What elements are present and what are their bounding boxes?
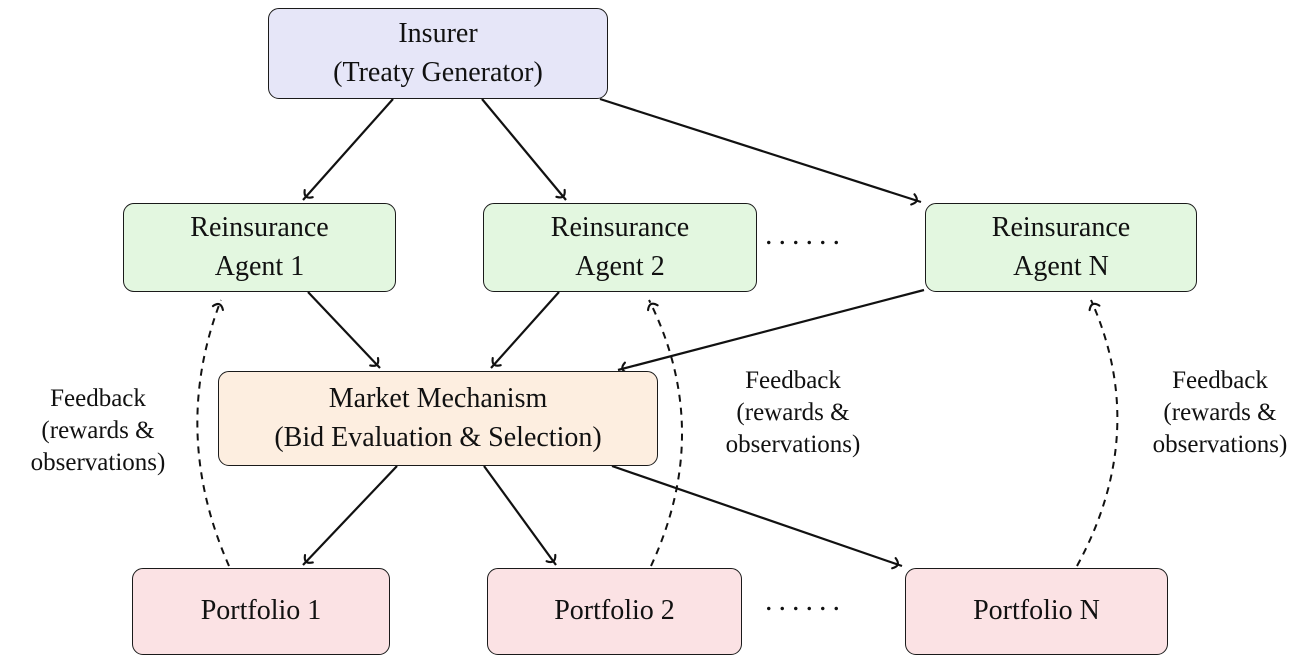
portfolios-row-ellipsis: ...... (765, 584, 846, 617)
node-agentN-line1: Reinsurance (991, 211, 1131, 243)
node-reinsurance-agent-n: Reinsurance Agent N (925, 203, 1197, 292)
feedback-label-middle-line2: (rewards & (736, 399, 850, 426)
node-portfolio-2: Portfolio 2 (487, 568, 742, 655)
feedback-label-left-line3: observations) (30, 449, 166, 476)
node-portfolioN-label: Portfolio N (973, 595, 1100, 627)
feedback-label-right-line2: (rewards & (1163, 399, 1277, 426)
feedback-arrow-portfolioN-agentN (1076, 299, 1119, 567)
edge-insurer-agentN (599, 97, 922, 206)
node-insurer-line1: Insurer (398, 17, 478, 49)
edge-agent2-market (490, 291, 560, 369)
feedback-label-left-line2: (rewards & (41, 417, 155, 444)
feedback-label-middle: Feedback (rewards & observations) (695, 365, 891, 461)
edge-insurer-agent1 (302, 98, 394, 201)
agents-row-ellipsis: ...... (765, 218, 846, 251)
node-market-mechanism: Market Mechanism (Bid Evaluation & Selec… (218, 371, 658, 466)
node-agent1-line1: Reinsurance (190, 211, 329, 243)
feedback-arrow-portfolio2-agent2 (646, 299, 683, 567)
node-insurer: Insurer (Treaty Generator) (268, 8, 608, 99)
feedback-label-right-line1: Feedback (1172, 367, 1268, 394)
feedback-label-middle-line1: Feedback (745, 367, 841, 394)
feedback-label-left: Feedback (rewards & observations) (0, 383, 196, 479)
node-agentN-line2: Agent N (1013, 250, 1109, 282)
feedback-label-middle-line3: observations) (725, 431, 861, 458)
node-portfolio-n: Portfolio N (905, 568, 1168, 655)
edge-market-portfolio2 (483, 465, 557, 566)
edge-market-portfolioN (611, 464, 903, 570)
node-insurer-line2: (Treaty Generator) (333, 56, 543, 88)
edge-insurer-agent2 (481, 98, 567, 201)
node-reinsurance-agent-2: Reinsurance Agent 2 (483, 203, 757, 292)
node-portfolio-1: Portfolio 1 (132, 568, 390, 655)
node-agent2-line1: Reinsurance (550, 211, 690, 243)
node-market-line2: (Bid Evaluation & Selection) (274, 421, 602, 453)
node-market-line1: Market Mechanism (328, 382, 548, 414)
feedback-label-right: Feedback (rewards & observations) (1122, 365, 1314, 461)
edge-market-portfolio1 (302, 465, 398, 566)
node-agent2-line2: Agent 2 (575, 250, 665, 282)
node-portfolio2-label: Portfolio 2 (554, 595, 675, 627)
node-reinsurance-agent-1: Reinsurance Agent 1 (123, 203, 396, 292)
feedback-label-right-line3: observations) (1152, 431, 1288, 458)
edge-agentN-market (617, 288, 925, 375)
feedback-arrow-portfolio1-agent1 (196, 299, 230, 567)
node-agent1-line2: Agent 1 (214, 250, 305, 282)
edge-agent1-market (307, 291, 381, 369)
feedback-label-left-line1: Feedback (50, 385, 146, 412)
node-portfolio1-label: Portfolio 1 (200, 595, 322, 627)
